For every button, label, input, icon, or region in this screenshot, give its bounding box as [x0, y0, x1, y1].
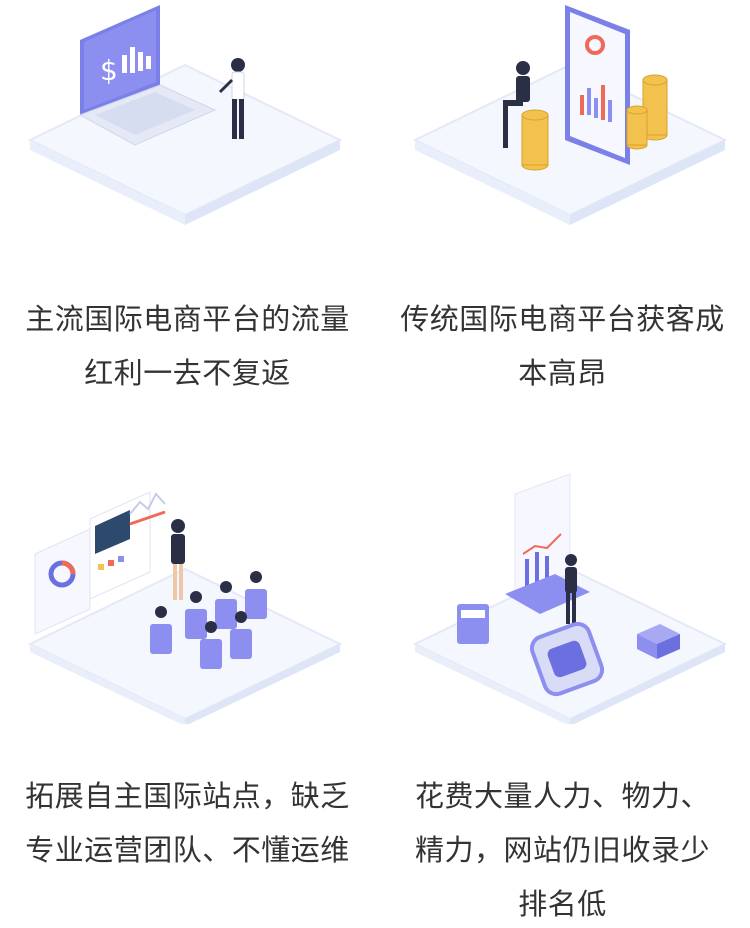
caption-line: 花费大量人力、物力、: [414, 779, 710, 813]
caption-line: 专业运营团队、不懂运维: [25, 833, 350, 867]
caption-traffic-dividend: 主流国际电商平台的流量 红利一去不复返: [0, 292, 375, 400]
caption-line: 传统国际电商平台获客成: [400, 302, 725, 336]
svg-text:$: $: [100, 54, 118, 87]
caption-operations-team: 拓展自主国际站点，缺乏 专业运营团队、不懂运维: [0, 769, 375, 877]
caption-line: 排名低: [518, 887, 607, 921]
team-meeting-icon: [27, 491, 343, 724]
coins-report-icon: [412, 5, 728, 225]
caption-line: 主流国际电商平台的流量: [25, 302, 350, 336]
data-devices-icon: [412, 473, 728, 724]
caption-acquisition-cost: 传统国际电商平台获客成 本高昂: [375, 292, 750, 400]
caption-effort-ranking: 花费大量人力、物力、 精力，网站仍旧收录少 排名低: [375, 769, 750, 928]
laptop-sales-chart-icon: $: [27, 5, 343, 225]
caption-line: 精力，网站仍旧收录少: [414, 833, 710, 867]
caption-line: 红利一去不复返: [84, 356, 291, 390]
caption-line: 拓展自主国际站点，缺乏: [25, 779, 350, 813]
caption-line: 本高昂: [518, 356, 607, 390]
